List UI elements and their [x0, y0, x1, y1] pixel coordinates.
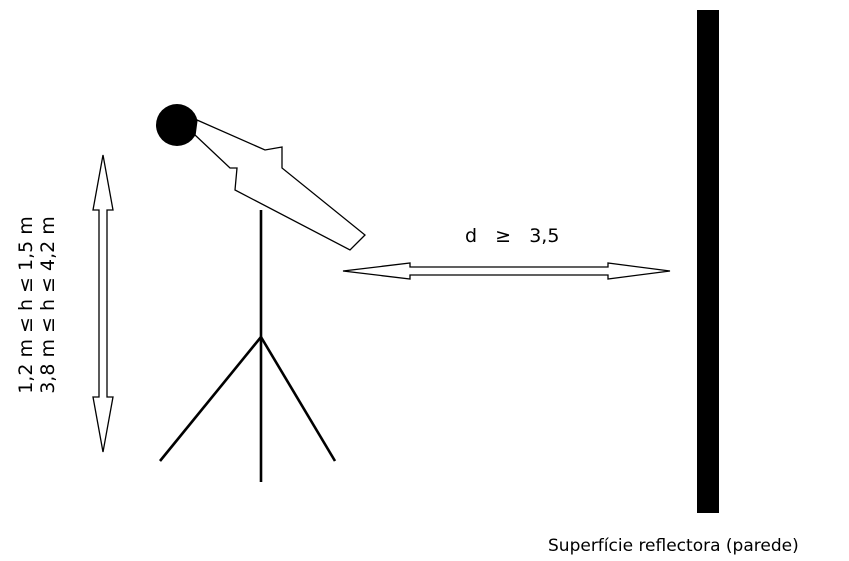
distance-label: d ≥ 3,5: [465, 225, 560, 247]
microphone-ball: [156, 104, 198, 146]
height-range-label-1: 1,2 m ≤ h ≤ 1,5 m: [15, 216, 37, 394]
reflecting-wall: [697, 10, 719, 513]
height-range-label-2: 3,8 m ≤ h ≤ 4,2 m: [37, 216, 59, 394]
microphone-body: [194, 119, 366, 251]
surface-caption: Superfície reflectora (parede): [548, 536, 799, 556]
distance-double-arrow: [342, 262, 671, 280]
height-double-arrow: [92, 154, 114, 453]
height-range-labels: 1,2 m ≤ h ≤ 1,5 m 3,8 m ≤ h ≤ 4,2 m: [15, 175, 59, 435]
tripod-stand: [158, 210, 337, 482]
